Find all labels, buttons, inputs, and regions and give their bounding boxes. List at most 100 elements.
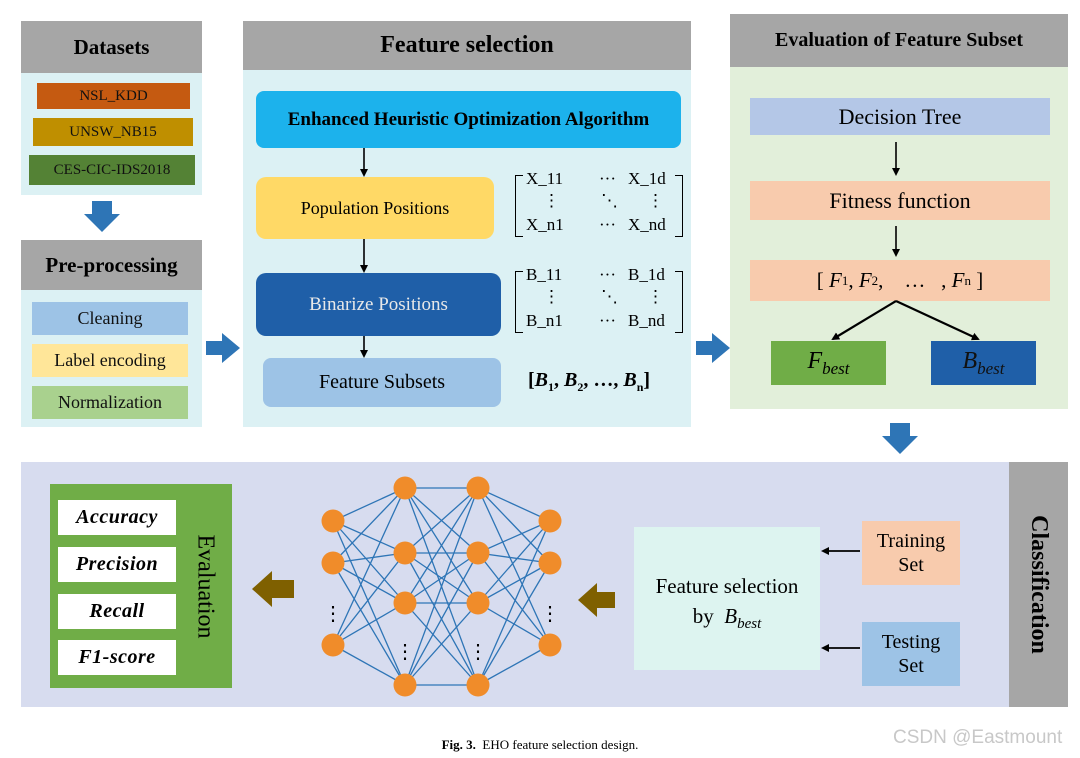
vector-bracket: ] — [643, 369, 651, 391]
vector-sub: 1 — [548, 380, 555, 394]
training-label: Set — [898, 554, 924, 576]
nn-edge — [477, 562, 551, 604]
nn-edge — [404, 487, 479, 604]
nn-node — [393, 541, 417, 565]
metric-precision: Precision — [58, 547, 176, 582]
nn-edge — [332, 644, 406, 686]
matrix-dots: ··· — [599, 169, 616, 188]
classification-header: Classification — [1009, 462, 1068, 707]
dataset-label: UNSW_NB15 — [69, 123, 157, 140]
matrix-cell: B_1d — [628, 265, 665, 284]
nn-node — [538, 509, 562, 533]
evaluation-subset-header: Evaluation of Feature Subset — [730, 14, 1068, 67]
matrix-right-bracket — [675, 175, 683, 237]
fitness-sub: 1 — [841, 272, 849, 288]
nn-node — [466, 541, 490, 565]
metric-label: Precision — [75, 553, 159, 575]
nn-node — [321, 509, 345, 533]
nn-edge — [332, 552, 406, 564]
nn-edge — [404, 487, 479, 554]
nn-ellipsis: ⋮ — [540, 603, 560, 625]
matrix-left-bracket — [515, 175, 523, 237]
nn-edge — [404, 552, 479, 686]
preprocessing-label: Cleaning — [77, 308, 143, 328]
matrix-dots: ⋮ — [543, 287, 560, 306]
nn-node — [321, 551, 345, 575]
f-best-sub: best — [822, 358, 850, 378]
metric-f1-score: F1-score — [58, 640, 176, 675]
figure-caption: Fig. 3. EHO feature selection design. — [0, 737, 1080, 753]
fs-by: by — [692, 604, 714, 628]
nn-node — [466, 591, 490, 615]
matrix-cell: X_n1 — [526, 215, 564, 234]
fitness-f1: F — [829, 268, 842, 292]
metric-label: Accuracy — [76, 506, 158, 528]
feature-selection-header: Feature selection — [243, 21, 691, 70]
testing-label: Set — [898, 655, 924, 677]
fitness-sub: 2 — [871, 272, 879, 288]
vector-bracket: [ — [816, 268, 829, 292]
vector-ellipsis: …, — [593, 369, 619, 391]
arrow-preprocessing-to-feature-selection — [206, 333, 240, 363]
f-best-main: F — [807, 347, 823, 374]
matrix-dots: ⋱ — [601, 191, 618, 210]
evaluation-subset-title: Evaluation of Feature Subset — [775, 29, 1023, 51]
nn-edge — [332, 487, 406, 522]
testing-set-box: Testing Set — [862, 622, 960, 686]
f-best-box: Fbest — [771, 341, 886, 385]
preprocessing-normalization: Normalization — [32, 386, 188, 419]
dataset-unsw-nb15: UNSW_NB15 — [33, 118, 193, 146]
preprocessing-label-encoding: Label encoding — [32, 344, 188, 377]
metric-label: Recall — [89, 600, 145, 622]
matrix-dots: ⋮ — [543, 191, 560, 210]
nn-node — [321, 633, 345, 657]
watermark: CSDN @Eastmount — [893, 727, 1062, 749]
vector-comma: , — [848, 268, 859, 292]
neural-network-nodes — [321, 476, 562, 697]
dataset-label: CES-CIC-IDS2018 — [53, 161, 171, 178]
feature-subsets-box: Feature Subsets — [263, 358, 501, 407]
decision-tree-box: Decision Tree — [750, 98, 1050, 135]
binary-matrix: B_11 ··· B_1d ⋮ ⋱ ⋮ B_n1 ··· B_nd — [515, 265, 683, 333]
nn-node — [393, 673, 417, 697]
nn-edge — [332, 487, 406, 646]
fs-best-line2: by Bbest — [634, 601, 820, 639]
fitness-dots: … — [904, 268, 926, 292]
preprocessing-cleaning: Cleaning — [32, 302, 188, 335]
nn-edge — [477, 487, 551, 522]
fitness-label: Fitness function — [829, 187, 971, 213]
nn-edge — [477, 487, 551, 646]
arrow-evaluation-to-classification — [882, 423, 918, 454]
fitness-fn: F — [951, 268, 965, 292]
matrix-left-bracket — [515, 271, 523, 333]
population-matrix: X_11 ··· X_1d ⋮ ⋱ ⋮ X_n1 ··· X_nd — [515, 169, 683, 237]
matrix-cell: X_1d — [628, 169, 666, 188]
matrix-dots: ··· — [599, 215, 616, 234]
fs-best-line1: Feature selection — [655, 574, 799, 598]
nn-edge — [477, 487, 551, 564]
arrow-vector-to-bbest — [895, 300, 980, 341]
nn-edge — [332, 562, 406, 604]
nn-edge — [477, 520, 551, 686]
testing-label: Testing — [881, 631, 941, 653]
vector-bracket: ] — [970, 268, 984, 292]
population-box: Population Positions — [256, 177, 494, 239]
arrow-vector-to-fbest — [831, 300, 897, 341]
algorithm-label: Enhanced Heuristic Optimization Algorith… — [287, 108, 650, 130]
matrix-right-bracket — [675, 271, 683, 333]
nn-node — [538, 551, 562, 575]
training-set-box: Training Set — [862, 521, 960, 585]
metric-recall: Recall — [58, 594, 176, 629]
datasets-header: Datasets — [21, 21, 202, 73]
feature-subsets-label: Feature Subsets — [318, 371, 446, 393]
arrow-network-to-evaluation — [252, 571, 294, 607]
nn-edge — [477, 552, 551, 646]
dataset-cic-ids2018: CES-CIC-IDS2018 — [29, 155, 195, 185]
population-label: Population Positions — [300, 197, 450, 218]
vector-sub: 2 — [577, 380, 584, 394]
nn-edge — [332, 520, 406, 686]
binarize-label: Binarize Positions — [309, 293, 448, 315]
fitness-sub: n — [964, 272, 971, 288]
matrix-cell: B_nd — [628, 311, 665, 330]
